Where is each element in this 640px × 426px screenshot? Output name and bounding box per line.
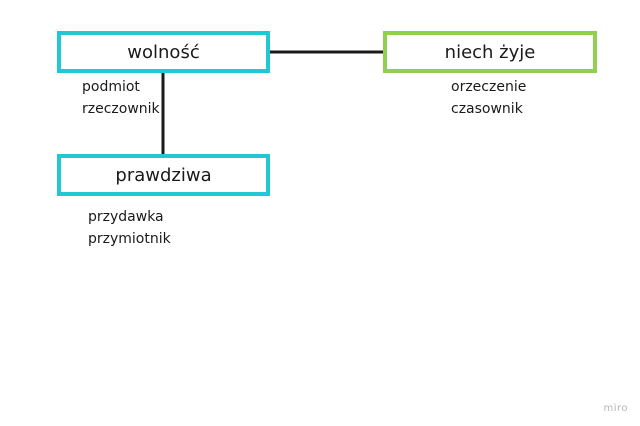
node-predicate-text: niech żyje	[444, 41, 536, 63]
label-subject-pos: rzeczownik	[82, 101, 160, 117]
node-subject-text: wolność	[127, 41, 200, 63]
node-predicate[interactable]: niech żyje	[383, 31, 597, 73]
label-subject-role: podmiot	[82, 79, 140, 95]
node-subject[interactable]: wolność	[57, 31, 270, 73]
label-subject: podmiot rzeczownik	[82, 76, 160, 120]
miro-watermark: miro	[603, 403, 628, 414]
label-predicate-pos: czasownik	[451, 101, 523, 117]
label-predicate-role: orzeczenie	[451, 79, 527, 95]
node-attribute[interactable]: prawdziwa	[57, 154, 270, 196]
label-predicate: orzeczenie czasownik	[451, 76, 526, 120]
label-attribute-role: przydawka	[88, 209, 164, 225]
label-attribute: przydawka przymiotnik	[88, 206, 171, 250]
node-attribute-text: prawdziwa	[115, 164, 212, 186]
label-attribute-pos: przymiotnik	[88, 231, 171, 247]
